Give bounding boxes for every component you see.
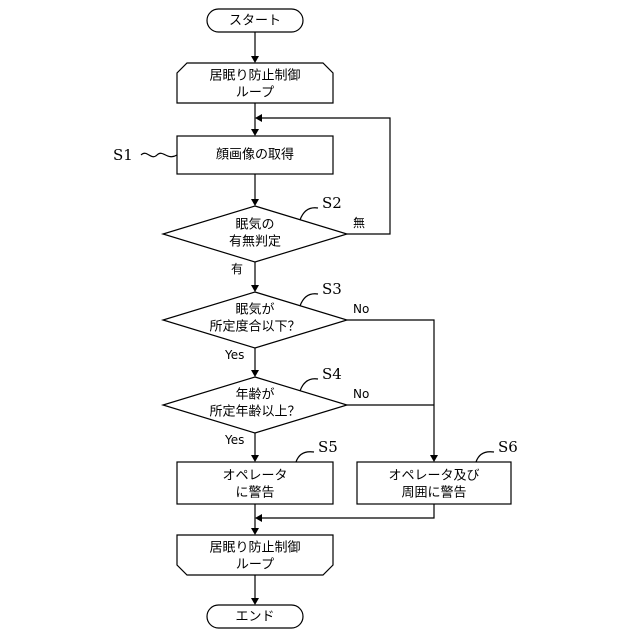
arrow-head [251,285,259,292]
s4-step-label: S4 [322,365,342,383]
s6-process-line1: オペレータ及び [388,469,479,484]
s5-process-line1: オペレータ [222,469,287,484]
start-label: スタート [229,14,281,29]
s2-yes-label: 有 [231,262,243,276]
arrow-head [255,114,262,122]
arrow-head [251,598,259,605]
arrow-head [430,455,438,462]
arrow-head [255,514,262,522]
s3-no-label: No [353,302,369,316]
s5-step-label: S5 [318,438,338,456]
s4-yes-label: Yes [224,433,244,447]
arrow-head [251,455,259,462]
s5-process-line2: に警告 [235,485,274,501]
s2-decision-line2: 有無判定 [229,235,281,250]
arrow-head [251,56,259,63]
s4-no-label: No [353,387,369,401]
s2-step-label: S2 [322,194,342,212]
s6-step-label: S6 [498,438,518,456]
s4-leader-line [300,379,318,391]
arrow-head [251,199,259,206]
arrow-head [251,528,259,535]
s3-yes-label: Yes [224,348,244,362]
end-label: エンド [235,610,274,625]
s6-process-line2: 周囲に警告 [401,485,466,501]
loop-end-label-line2: ループ [236,558,274,573]
arrow-head [251,370,259,377]
s4-decision-line1: 年齢が [235,388,274,403]
s6-merge-line [262,504,434,518]
s2-no-label: 無 [353,215,365,230]
arrow-head [251,129,259,136]
s1-step-label: S1 [113,146,133,164]
loop-start-label-line2: ループ [236,86,274,101]
s1-leader-line [141,153,177,156]
s2-leader-line [300,208,318,220]
s3-step-label: S3 [322,280,342,298]
s2-decision-line1: 眠気の [235,217,274,233]
loop-start-label-line1: 居眠り防止制御 [209,68,300,84]
loop-end-label-line1: 居眠り防止制御 [209,540,300,556]
s5-leader-line [296,452,314,462]
s6-leader-line [476,452,494,462]
s4-decision-line2: 所定年齢以上？ [209,405,300,420]
s3-decision-line2: 所定度合以下？ [209,319,300,335]
s1-process-label: 顔画像の取得 [216,147,294,163]
s3-decision-line1: 眠気が [235,302,274,318]
s3-leader-line [300,294,318,306]
